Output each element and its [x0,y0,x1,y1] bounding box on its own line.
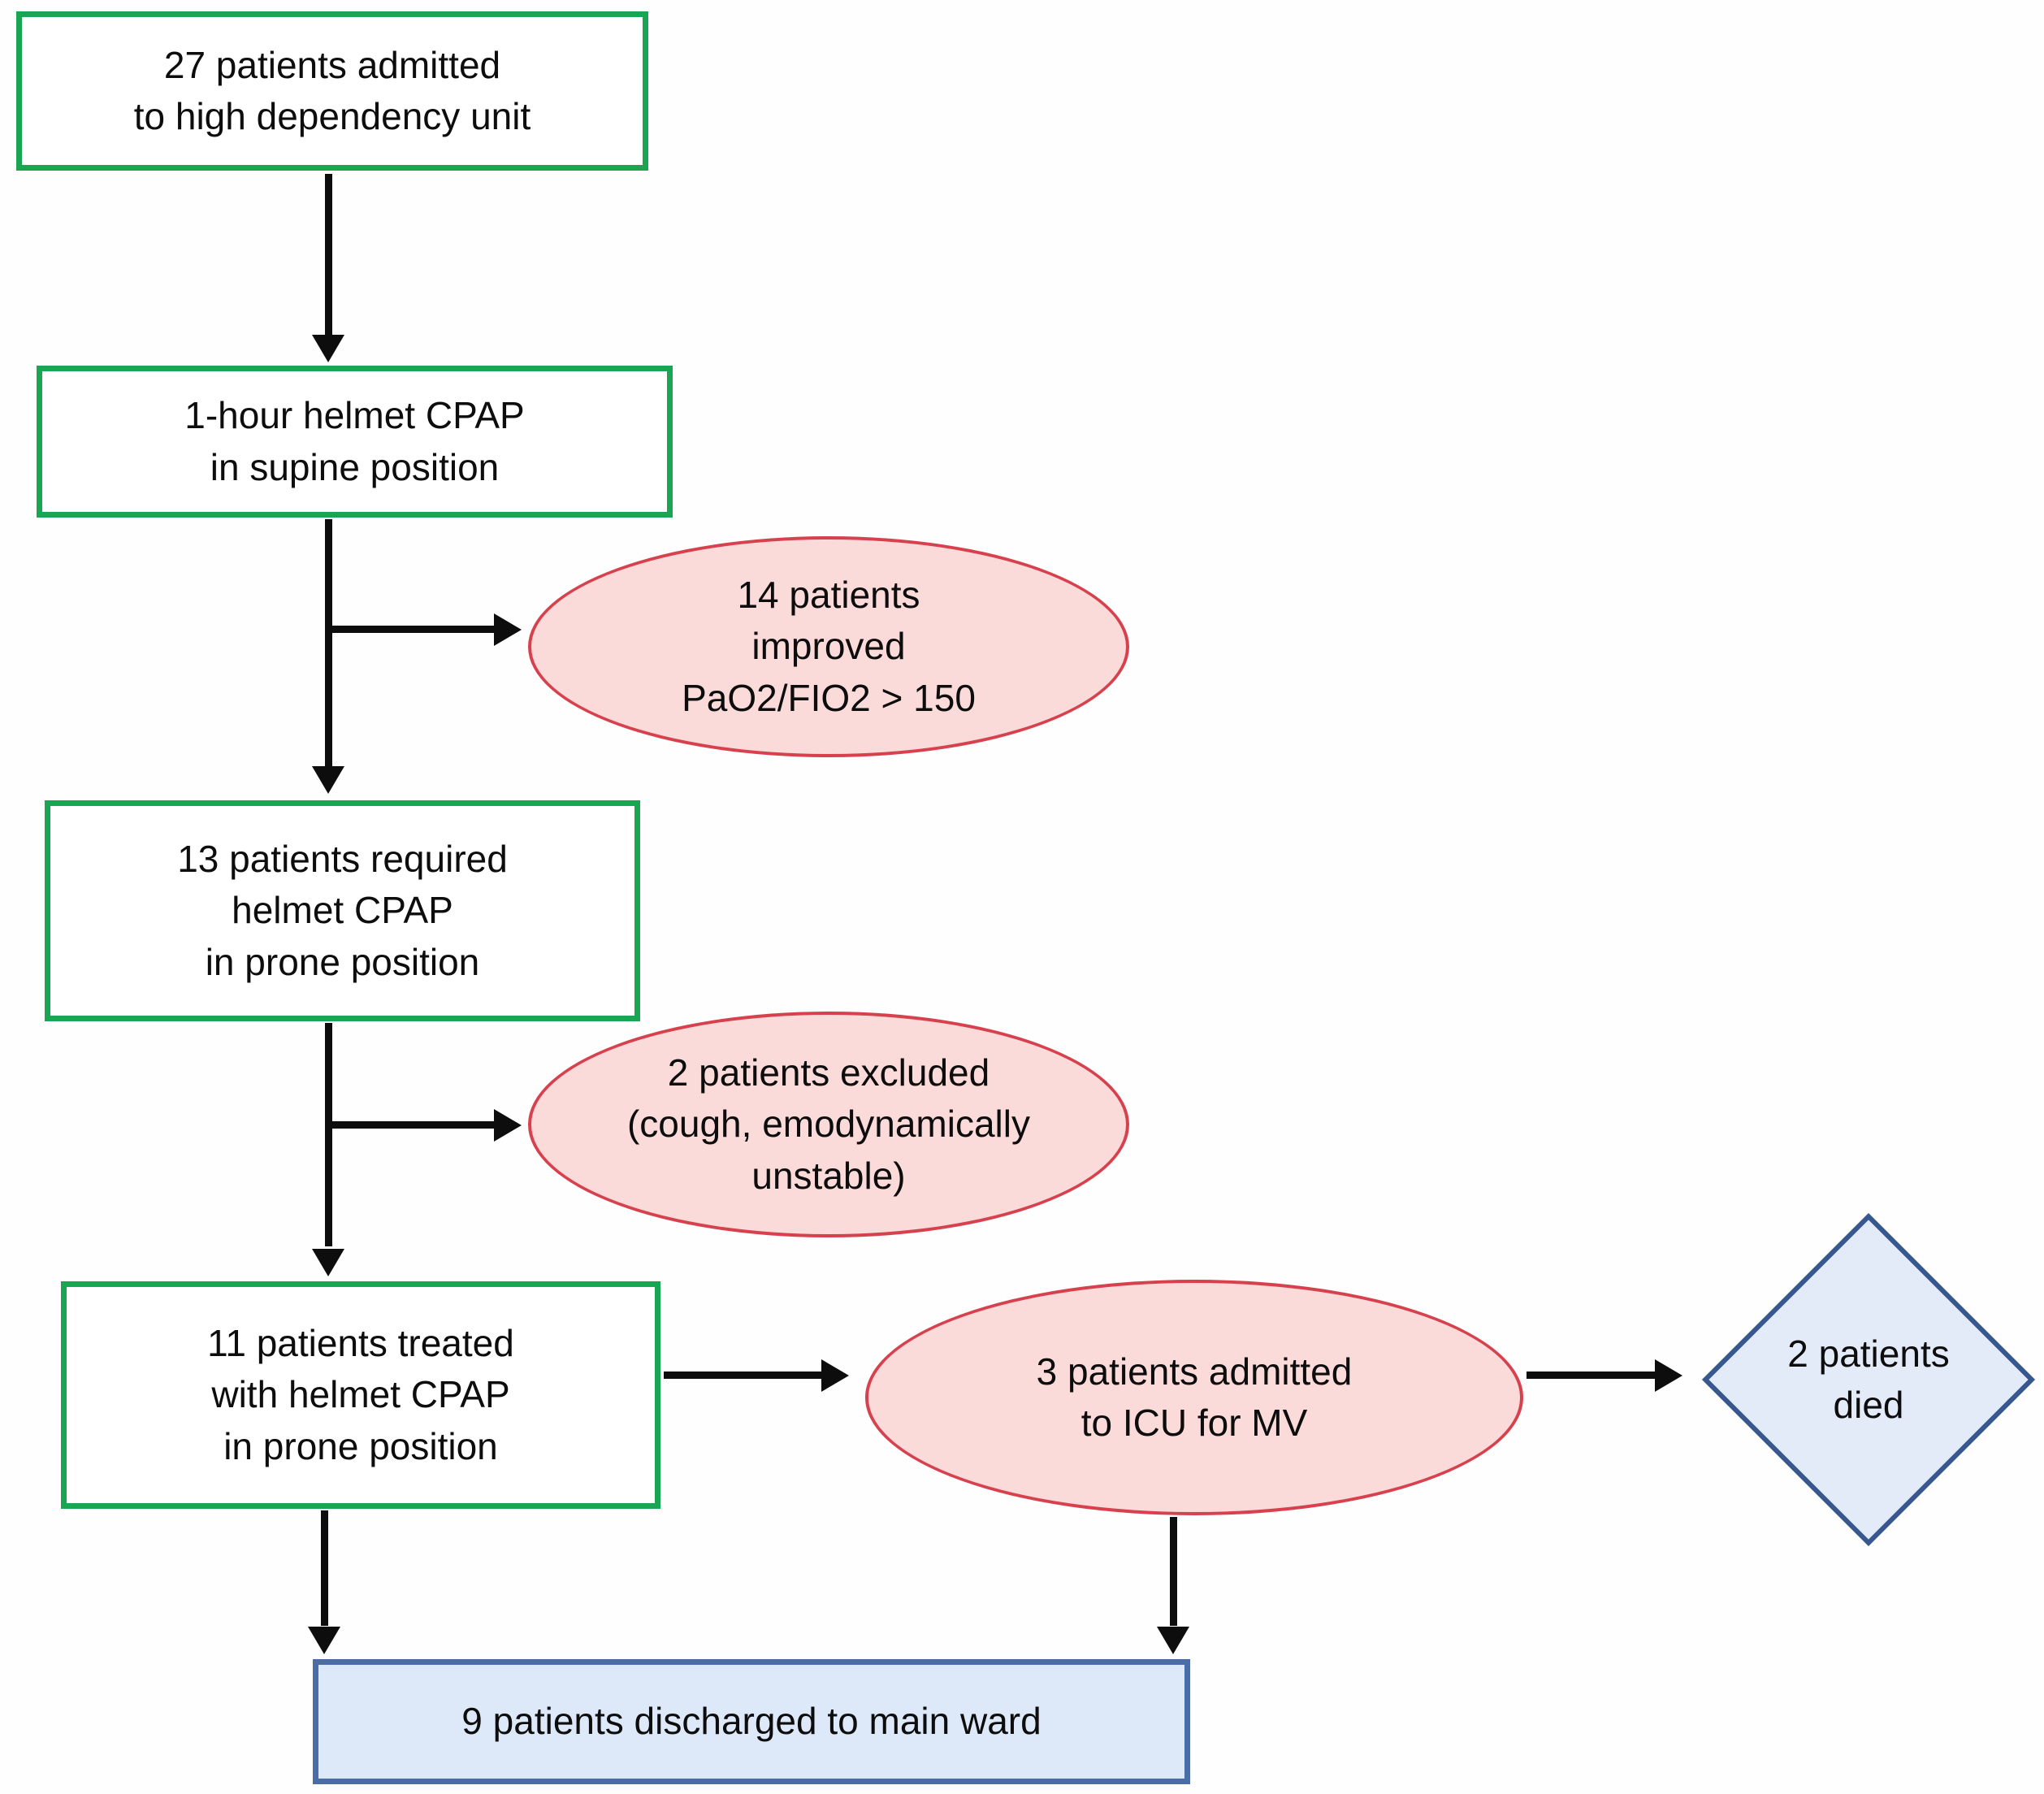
arrow-required-to-excluded-shaft [328,1121,496,1129]
arrow-supine-to-required-head [312,766,344,794]
arrow-admitted-to-supine-shaft [325,174,332,336]
node-treated-line2: with helmet CPAP [211,1373,510,1416]
node-icu-line2: to ICU for MV [1080,1402,1308,1444]
arrow-icu-to-died-shaft [1527,1372,1656,1379]
arrow-supine-to-improved-head [494,613,522,646]
node-icu: 3 patients admitted to ICU for MV [865,1280,1523,1515]
node-required-line3: in prone position [205,940,480,983]
node-improved-line3: PaO2/FIO2 > 150 [682,676,976,719]
arrow-icu-to-discharged-shaft [1170,1517,1177,1626]
arrow-treated-to-icu-shaft [664,1372,823,1379]
node-died-line1: 2 patients [1787,1332,1950,1375]
node-died: 2 patients died [1701,1212,2036,1547]
node-required-line2: helmet CPAP [232,889,453,932]
node-improved-line1: 14 patients [737,573,920,616]
arrow-treated-to-discharged-shaft [321,1510,328,1626]
node-required: 13 patients required helmet CPAP in pron… [45,800,640,1021]
node-excluded-line3: unstable) [751,1154,906,1197]
arrow-supine-to-required-shaft [325,519,332,768]
node-improved-line2: improved [751,625,906,668]
arrow-required-to-treated-shaft [325,1023,332,1246]
arrow-treated-to-icu-head [821,1359,849,1392]
node-excluded: 2 patients excluded (cough, emodynamical… [528,1012,1129,1237]
arrow-treated-to-discharged-head [308,1627,340,1654]
node-admitted: 27 patients admitted to high dependency … [16,11,648,171]
node-excluded-line1: 2 patients excluded [667,1051,990,1094]
node-died-line2: died [1833,1384,1904,1426]
node-supine-line2: in supine position [210,445,500,488]
node-icu-line1: 3 patients admitted [1036,1350,1353,1393]
arrow-required-to-excluded-head [494,1109,522,1142]
node-improved: 14 patients improved PaO2/FIO2 > 150 [528,536,1129,757]
node-admitted-line2: to high dependency unit [133,95,531,137]
arrow-icu-to-discharged-head [1157,1627,1189,1654]
node-required-line1: 13 patients required [177,837,508,880]
node-died-label: 2 patients died [1756,1267,1981,1493]
node-discharged-line1: 9 patients discharged to main ward [461,1700,1041,1743]
node-treated-line3: in prone position [223,1424,498,1467]
arrow-required-to-treated-head [312,1249,344,1276]
arrow-icu-to-died-head [1655,1359,1682,1392]
node-excluded-line2: (cough, emodynamically [626,1103,1030,1146]
node-admitted-line1: 27 patients admitted [163,43,501,86]
arrow-admitted-to-supine-head [312,335,344,362]
node-supine-line1: 1-hour helmet CPAP [184,394,525,437]
node-supine: 1-hour helmet CPAP in supine position [37,366,673,518]
node-discharged: 9 patients discharged to main ward [313,1659,1190,1784]
node-treated-line1: 11 patients treated [207,1321,514,1364]
arrow-supine-to-improved-shaft [328,626,496,633]
node-treated: 11 patients treated with helmet CPAP in … [61,1281,660,1509]
